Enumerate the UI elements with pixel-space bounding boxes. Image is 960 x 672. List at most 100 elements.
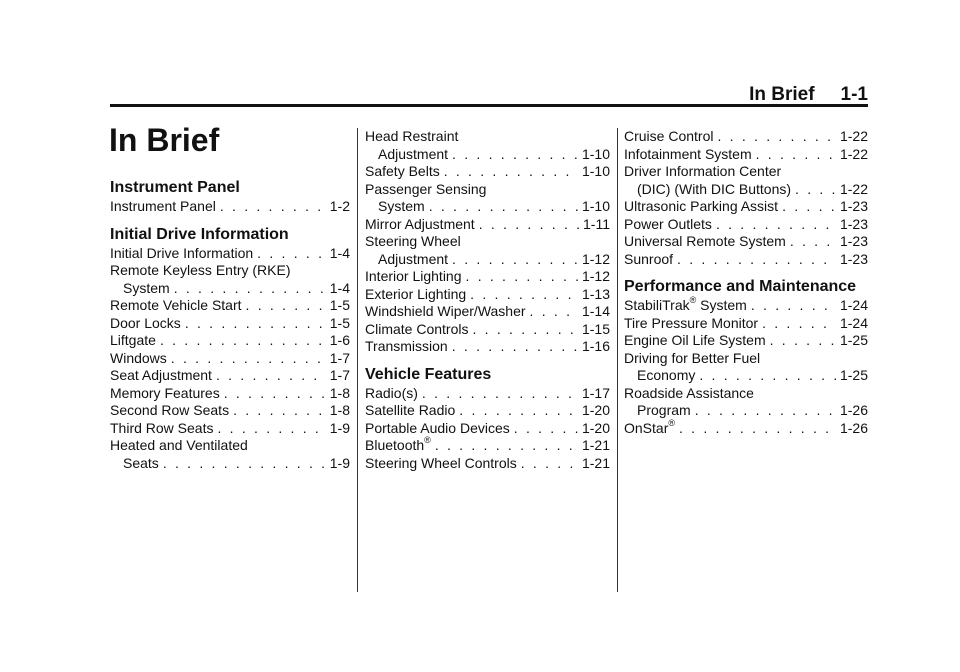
section-heading-performance-and-maintenance[interactable]: Performance and Maintenance bbox=[624, 278, 857, 295]
section-heading-initial-drive-information[interactable]: Initial Drive Information bbox=[110, 225, 289, 243]
toc-entry-title: Memory Features bbox=[110, 385, 220, 403]
dot-leader: . . . . . . . . . . . . . . . . . . . . … bbox=[162, 454, 326, 471]
toc-entry-door-locks[interactable]: Door Locks. . . . . . . . . . . . . . . … bbox=[110, 315, 350, 333]
toc-entry-title-text: Adjustment bbox=[378, 250, 449, 267]
toc-entry-title: Economy bbox=[637, 367, 695, 385]
toc-entry-title: Mirror Adjustment bbox=[365, 216, 475, 234]
dot-leader: . . . . . . . . . . . . . . . . . . . . … bbox=[762, 314, 836, 331]
toc-entry-title-text: Instrument Panel bbox=[110, 198, 216, 214]
toc-entry-title-text: Bluetooth bbox=[365, 437, 425, 453]
toc-entry-title-text: Windshield Wiper/Washer bbox=[365, 303, 526, 319]
toc-entry-cruise-control[interactable]: Cruise Control. . . . . . . . . . . . . … bbox=[624, 128, 868, 146]
dot-leader: . . . . . . . . . . . . . . . . . . . . … bbox=[233, 402, 326, 418]
toc-entry-third-row-seats[interactable]: Third Row Seats. . . . . . . . . . . . .… bbox=[110, 420, 350, 438]
toc-entry-windshield-wiper-washer[interactable]: Windshield Wiper/Washer. . . . . . . . .… bbox=[365, 303, 610, 321]
toc-entry-mirror-adjustment[interactable]: Mirror Adjustment. . . . . . . . . . . .… bbox=[365, 216, 610, 234]
toc-entry-exterior-lighting[interactable]: Exterior Lighting. . . . . . . . . . . .… bbox=[365, 286, 610, 304]
toc-entry-title-text: Liftgate bbox=[110, 332, 156, 348]
section-heading-vehicle-features[interactable]: Vehicle Features bbox=[365, 365, 492, 383]
toc-entry-instrument-panel[interactable]: Instrument Panel. . . . . . . . . . . . … bbox=[110, 198, 350, 216]
dot-leader: . . . . . . . . . . . . . . . . . . . . … bbox=[451, 338, 578, 354]
toc-entry-climate-controls[interactable]: Climate Controls. . . . . . . . . . . . … bbox=[365, 321, 610, 339]
toc-entry-title: Windshield Wiper/Washer bbox=[365, 303, 526, 321]
toc-entry-interior-lighting[interactable]: Interior Lighting. . . . . . . . . . . .… bbox=[365, 268, 610, 286]
dot-leader: . . . . . . . . . . . . . . . . . . . . … bbox=[478, 215, 579, 232]
toc-entry-title-text: Third Row Seats bbox=[110, 419, 214, 436]
dot-leader: . . . . . . . . . . . . . . . . . . . . … bbox=[219, 198, 326, 214]
toc-entry-title: Door Locks bbox=[110, 315, 181, 333]
toc-entry-universal-remote-system[interactable]: Universal Remote System. . . . . . . . .… bbox=[624, 233, 868, 251]
toc-entry-memory-features[interactable]: Memory Features. . . . . . . . . . . . .… bbox=[110, 385, 350, 403]
toc-entry-page: 1-7 bbox=[329, 367, 350, 383]
toc-entry-title-text: Adjustment bbox=[378, 145, 449, 162]
toc-entry-power-outlets[interactable]: Power Outlets. . . . . . . . . . . . . .… bbox=[624, 216, 868, 234]
toc-entry-title-text: Radio(s) bbox=[365, 384, 418, 401]
toc-entry-title: Adjustment bbox=[378, 146, 448, 164]
toc-entry-title-text: Seats bbox=[123, 454, 159, 471]
toc-entry-tire-pressure-monitor[interactable]: Tire Pressure Monitor. . . . . . . . . .… bbox=[624, 315, 868, 333]
dot-leader: . . . . . . . . . . . . . . . . . . . . … bbox=[717, 128, 835, 144]
toc-entry-title-text: OnStar bbox=[624, 419, 669, 436]
toc-entry-engine-oil-life-system[interactable]: Engine Oil Life System. . . . . . . . . … bbox=[624, 332, 868, 350]
toc-entry-remote-keyless-entry-rke[interactable]: Remote Keyless Entry (RKE)System. . . . … bbox=[110, 262, 350, 297]
toc-entry-radio-s[interactable]: Radio(s). . . . . . . . . . . . . . . . … bbox=[365, 385, 610, 403]
toc-entry-title-text: Climate Controls bbox=[365, 320, 469, 337]
section-heading-instrument-panel[interactable]: Instrument Panel bbox=[110, 179, 240, 196]
toc-entry-sunroof[interactable]: Sunroof. . . . . . . . . . . . . . . . .… bbox=[624, 251, 868, 269]
toc-entry-text-line: Remote Keyless Entry (RKE) bbox=[110, 262, 291, 278]
toc-column-3: Cruise Control. . . . . . . . . . . . . … bbox=[624, 128, 868, 437]
toc-entry-title-text: Transmission bbox=[365, 338, 448, 354]
dot-leader: . . . . . . . . . . . . . . . . . . . . … bbox=[470, 285, 578, 302]
toc-entry-driver-information-center[interactable]: Driver Information Center(DIC) (With DIC… bbox=[624, 163, 868, 198]
toc-entry-title: Windows bbox=[110, 350, 167, 368]
toc-entry-page: 1-20 bbox=[581, 402, 610, 418]
toc-entry-page: 1-25 bbox=[839, 332, 868, 348]
toc-entry-remote-vehicle-start[interactable]: Remote Vehicle Start. . . . . . . . . . … bbox=[110, 297, 350, 315]
toc-entry-transmission[interactable]: Transmission. . . . . . . . . . . . . . … bbox=[365, 338, 610, 356]
dot-leader: . . . . . . . . . . . . . . . . . . . . … bbox=[679, 419, 836, 436]
toc-entry-page: 1-2 bbox=[329, 198, 350, 214]
dot-leader: . . . . . . . . . . . . . . . . . . . . … bbox=[434, 437, 578, 453]
toc-entry-second-row-seats[interactable]: Second Row Seats. . . . . . . . . . . . … bbox=[110, 402, 350, 420]
toc-entry-title-suffix: System bbox=[696, 297, 747, 313]
toc-entry-initial-drive-information[interactable]: Initial Drive Information. . . . . . . .… bbox=[110, 245, 350, 263]
toc-entry-windows[interactable]: Windows. . . . . . . . . . . . . . . . .… bbox=[110, 350, 350, 368]
toc-entry-list: Radio(s) . . . . . . . . . . . . . . . . … bbox=[365, 385, 610, 473]
dot-leader: . . . . . . . . . . . . . . . . . . . . … bbox=[699, 367, 836, 383]
toc-entry-satellite-radio[interactable]: Satellite Radio. . . . . . . . . . . . .… bbox=[365, 402, 610, 420]
toc-entry-title-text: Mirror Adjustment bbox=[365, 215, 475, 232]
toc-entry-title: Interior Lighting bbox=[365, 268, 462, 286]
toc-entry-seat-adjustment[interactable]: Seat Adjustment. . . . . . . . . . . . .… bbox=[110, 367, 350, 385]
toc-entry-title: Program bbox=[637, 402, 691, 420]
toc-entry-text-line: Steering Wheel bbox=[365, 233, 461, 249]
toc-entry-title-text: Second Row Seats bbox=[110, 402, 230, 418]
header-section-title: In Brief bbox=[749, 84, 815, 105]
dot-leader: . . . . . . . . . . . . . . . . . . . . … bbox=[170, 349, 326, 366]
toc-entry-text-line: Driving for Better Fuel bbox=[624, 349, 761, 366]
dot-leader: . . . . . . . . . . . . . . . . . . . . … bbox=[513, 419, 578, 436]
toc-entry-onstar[interactable]: OnStar®. . . . . . . . . . . . . . . . .… bbox=[624, 418, 868, 438]
toc-entry-title: Tire Pressure Monitor bbox=[624, 315, 758, 333]
toc-entry-title: Remote Vehicle Start bbox=[110, 297, 242, 315]
toc-entry-ultrasonic-parking-assist[interactable]: Ultrasonic Parking Assist. . . . . . . .… bbox=[624, 198, 868, 216]
toc-entry-safety-belts[interactable]: Safety Belts. . . . . . . . . . . . . . … bbox=[365, 163, 610, 181]
toc-entry-page: 1-23 bbox=[839, 250, 868, 267]
dot-leader: . . . . . . . . . . . . . . . . . . . . … bbox=[257, 244, 326, 261]
toc-entry-stabilitrak[interactable]: StabiliTrak® System. . . . . . . . . . .… bbox=[624, 296, 868, 315]
toc-entry-infotainment-system[interactable]: Infotainment System. . . . . . . . . . .… bbox=[624, 146, 868, 164]
toc-entry-portable-audio-devices[interactable]: Portable Audio Devices. . . . . . . . . … bbox=[365, 420, 610, 438]
toc-entry-bluetooth[interactable]: Bluetooth®. . . . . . . . . . . . . . . … bbox=[365, 436, 610, 455]
toc-entry-liftgate[interactable]: Liftgate. . . . . . . . . . . . . . . . … bbox=[110, 332, 350, 350]
toc-entry-title: Liftgate bbox=[110, 332, 156, 350]
toc-entry-title: Initial Drive Information bbox=[110, 245, 253, 263]
toc-entry-page: 1-12 bbox=[581, 268, 610, 284]
toc-entry-steering-wheel-controls[interactable]: Steering Wheel Controls. . . . . . . . .… bbox=[365, 455, 610, 473]
toc-entry-page: 1-20 bbox=[581, 419, 610, 436]
